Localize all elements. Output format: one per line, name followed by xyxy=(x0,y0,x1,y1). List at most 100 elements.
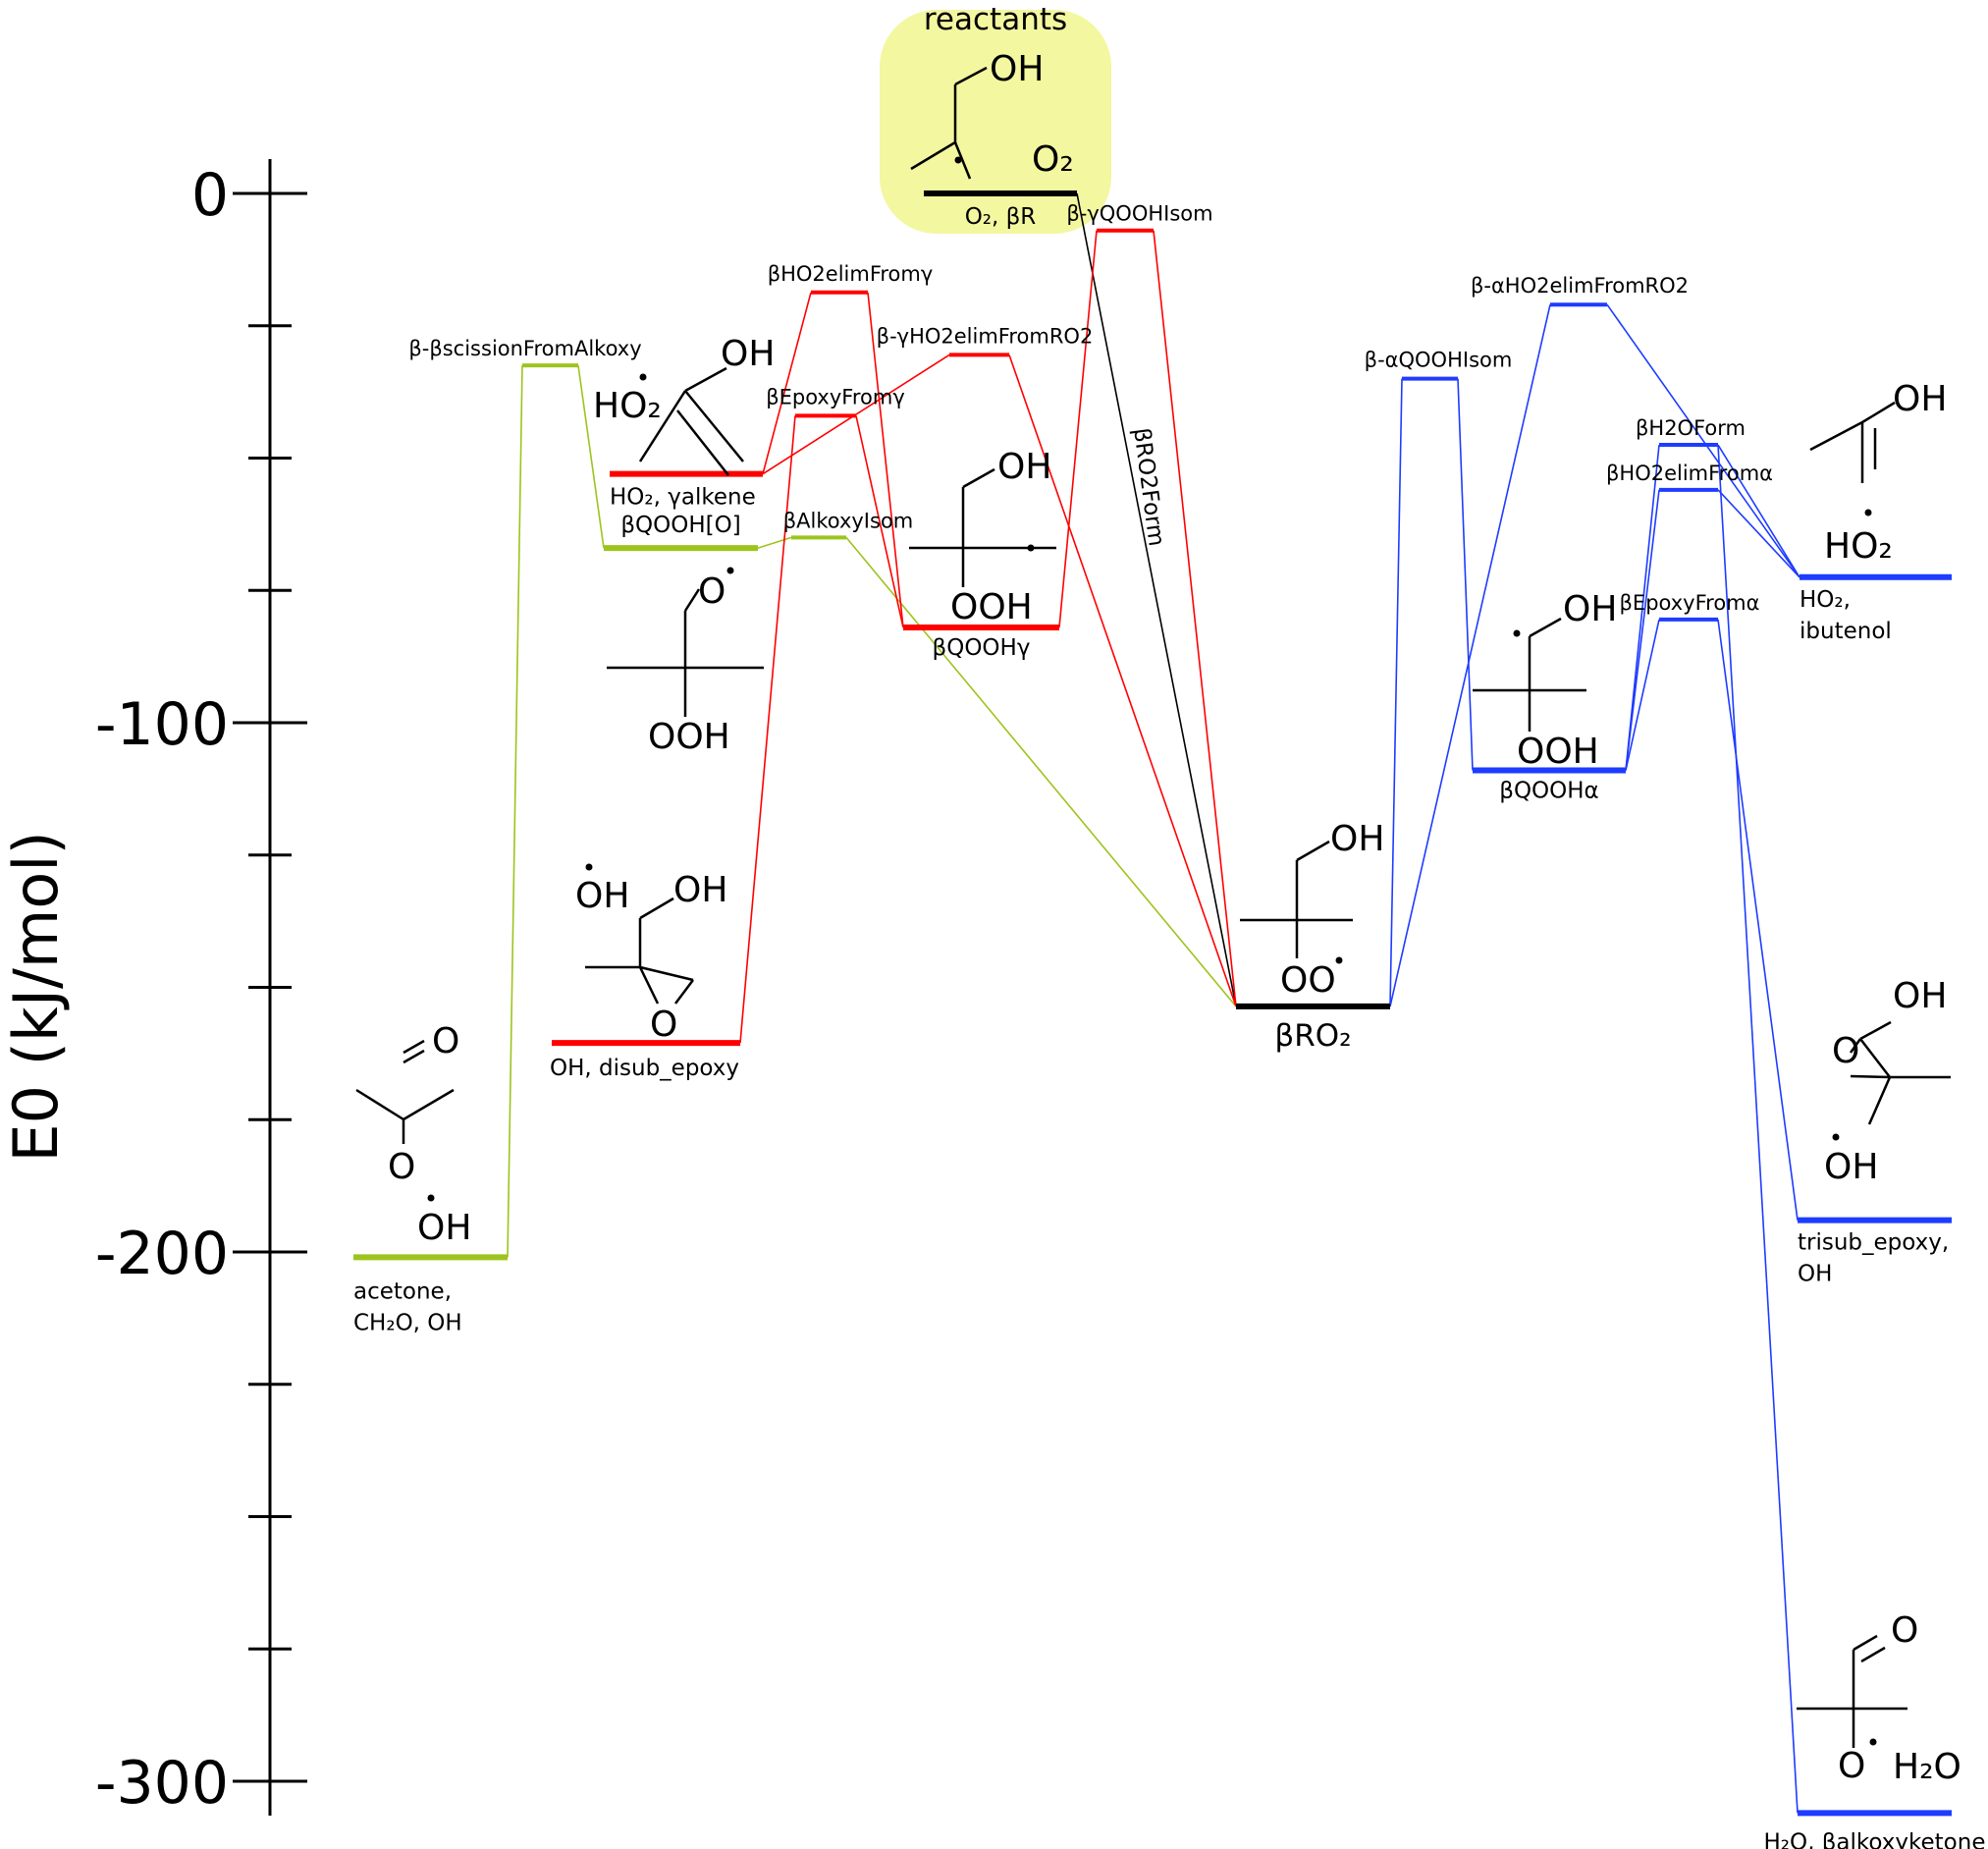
path-bgHO2RO2_TS-to-bRO2 xyxy=(1008,354,1237,1007)
radical-dot xyxy=(427,1194,435,1202)
structure-disub-epoxy-oh2: OH xyxy=(673,870,727,910)
y-tick-label: -100 xyxy=(95,690,229,759)
path-bQOOHg-to-bgQOOH_TS xyxy=(1058,230,1098,628)
path-bRO2-to-baQOOH_TS xyxy=(1389,378,1403,1006)
level-label-bscission_TS: β-βscissionFromAlkoxy xyxy=(408,337,641,360)
structure-acetone-o2: O xyxy=(388,1147,415,1187)
structure-trisub-epoxy-oh1: OH xyxy=(1893,976,1947,1016)
y-axis-title: E0 (kJ/mol) xyxy=(0,831,72,1162)
radical-dot xyxy=(1335,956,1343,964)
structure-bro2 xyxy=(1240,840,1353,958)
level-label2-ho2_ibutenol: ibutenol xyxy=(1800,619,1892,644)
level-label-baHO2RO2_TS: β-αHO2elimFromRO2 xyxy=(1471,274,1689,298)
y-tick-label: -200 xyxy=(95,1220,229,1288)
level-label-bAlkoxy_TS: βAlkoxyIsom xyxy=(783,509,914,532)
path-oh_disub-to-bEpoxyG_TS xyxy=(739,415,796,1044)
structure-bqoohg xyxy=(909,467,1056,587)
level-label-oh_disub: OH, disub_epoxy xyxy=(550,1056,739,1081)
structure-bqooha-ooh: OOH xyxy=(1517,732,1599,772)
level-label-ho2_ibutenol: HO₂, xyxy=(1800,587,1851,613)
structure-ho2-galkene-oh: OH xyxy=(721,334,775,374)
structure-ho2-galkene xyxy=(638,366,744,476)
level-label-bRO2: βRO₂ xyxy=(1274,1018,1351,1054)
level-label-trisub: trisub_epoxy, xyxy=(1798,1230,1949,1256)
level-label-bQOOH_O: βQOOH[O] xyxy=(620,513,740,538)
energy-levels xyxy=(353,190,1952,1817)
path-bscission_TS-to-bQOOH_O xyxy=(577,365,605,549)
level-label-bEpoxyA_TS: βEpoxyFromα xyxy=(1620,591,1760,615)
structure-trisub-epoxy-o: O xyxy=(1832,1031,1859,1071)
path-bH2O_TS-to-ho2_ibutenol xyxy=(1717,444,1800,578)
level-label-acetone: acetone, xyxy=(353,1278,452,1304)
radical-dot xyxy=(639,373,647,381)
structure-alkoxyketone-o1: O xyxy=(1891,1610,1918,1651)
structure-ibutenol xyxy=(1809,401,1896,483)
structure-disub-epoxy-o: O xyxy=(650,1005,677,1045)
structure-bqooh-o-ooh: OOH xyxy=(648,717,730,757)
structure-bro2-oo: OO xyxy=(1280,960,1336,1001)
structure-trisub-epoxy-oh2: OH xyxy=(1824,1147,1878,1187)
structure-bqooh-o-o: O xyxy=(698,571,725,612)
level-label-bQOOHg: βQOOHγ xyxy=(933,635,1031,661)
path-bHO2a_TS-to-ho2_ibutenol xyxy=(1717,489,1800,578)
radical-dot xyxy=(1832,1133,1840,1141)
structure-acetone-o1: O xyxy=(432,1021,459,1061)
y-axis: 0 -100 -200 -300 xyxy=(95,159,307,1818)
structure-trisub-epoxy xyxy=(1849,1020,1951,1125)
structure-alkoxyketone-o2: O xyxy=(1838,1746,1865,1786)
structure-disub-epoxy xyxy=(585,897,694,1005)
structure-ho2-galkene-ho2: HO₂ xyxy=(593,386,662,426)
structure-ibutenol-ho2: HO₂ xyxy=(1824,526,1893,567)
level-label-reactants: O₂, βR xyxy=(965,204,1037,230)
path-bgQOOH_TS-to-bRO2 xyxy=(1153,230,1237,1006)
structure-bqooha xyxy=(1473,617,1586,732)
level-label-bgHO2RO2_TS: β-γHO2elimFromRO2 xyxy=(877,324,1094,348)
structure-reactants-oh: OH xyxy=(990,49,1044,89)
path-bEpoxyA_TS-to-trisub xyxy=(1717,619,1799,1221)
path-bHO2g_TS-to-bQOOHg xyxy=(867,292,904,628)
structure-alkoxyketone xyxy=(1797,1634,1907,1748)
path-bQOOHa-to-bHO2a_TS xyxy=(1625,489,1660,771)
path-acetone-to-bscission_TS xyxy=(507,365,523,1258)
path-baHO2RO2_TS-to-ho2_ibutenol xyxy=(1606,303,1800,578)
radical-dot xyxy=(726,567,734,574)
path-bEpoxyG_TS-to-bQOOHg xyxy=(855,415,904,628)
path-bQOOHa-to-bH2O_TS xyxy=(1625,444,1660,771)
level-label-baQOOH_TS: β-αQOOHIsom xyxy=(1365,349,1513,372)
structure-alkoxyketone-h2o: H₂O xyxy=(1893,1747,1961,1787)
radical-dot xyxy=(585,863,593,871)
level-label-bQOOHa: βQOOHα xyxy=(1499,779,1598,804)
level-label-bgQOOH_TS: β-γQOOHIsom xyxy=(1066,202,1212,226)
structure-acetone xyxy=(355,1039,455,1144)
level-label-bH2O_TS: βH2OForm xyxy=(1636,416,1746,440)
structure-bqoohg-oh: OH xyxy=(997,447,1051,487)
structure-reactants xyxy=(910,66,988,180)
path-bRO2-to-baHO2RO2_TS xyxy=(1389,304,1551,1007)
path-bQOOHa-to-bEpoxyA_TS xyxy=(1625,619,1660,771)
level-label-bHO2g_TS: βHO2elimFromγ xyxy=(768,262,934,286)
path-baQOOH_TS-to-bQOOHa xyxy=(1457,378,1474,771)
radical-dot xyxy=(1513,629,1521,637)
structure-bro2-oh: OH xyxy=(1330,819,1384,859)
level-labels: O₂, βR βRO₂ acetone, CH₂O, OH β-βscissionFro… xyxy=(353,202,1985,1849)
level-label2-trisub: OH xyxy=(1798,1262,1832,1287)
y-tick-label: -300 xyxy=(95,1749,229,1818)
level-label-h2o_alkoxyketone: H₂O, βalkoxyketone xyxy=(1764,1829,1986,1849)
y-tick-label: 0 xyxy=(191,161,229,230)
radical-dot xyxy=(1869,1738,1877,1746)
path-ho2_galkene-to-bHO2g_TS xyxy=(762,292,812,474)
radical-dot xyxy=(1864,509,1872,517)
level-label-bEpoxyG_TS: βEpoxyFromγ xyxy=(766,385,905,408)
structure-bqooh-o xyxy=(607,588,764,717)
reaction-paths xyxy=(507,192,1800,1814)
structure-bqooha-oh: OH xyxy=(1563,589,1617,629)
structure-disub-epoxy-oh1: OH xyxy=(575,876,629,916)
structure-ibutenol-oh: OH xyxy=(1893,379,1947,419)
level-label-bHO2a_TS: βHO2elimFromα xyxy=(1606,462,1773,485)
level-label2-acetone: CH₂O, OH xyxy=(353,1310,462,1335)
path-bH2O_TS-to-h2o_alkoxyketone xyxy=(1717,444,1799,1814)
structure-acetone-oh: OH xyxy=(417,1208,471,1248)
path-reactants-to-bRO2 xyxy=(1076,192,1237,1007)
structure-reactants-o2: O₂ xyxy=(1032,139,1074,180)
